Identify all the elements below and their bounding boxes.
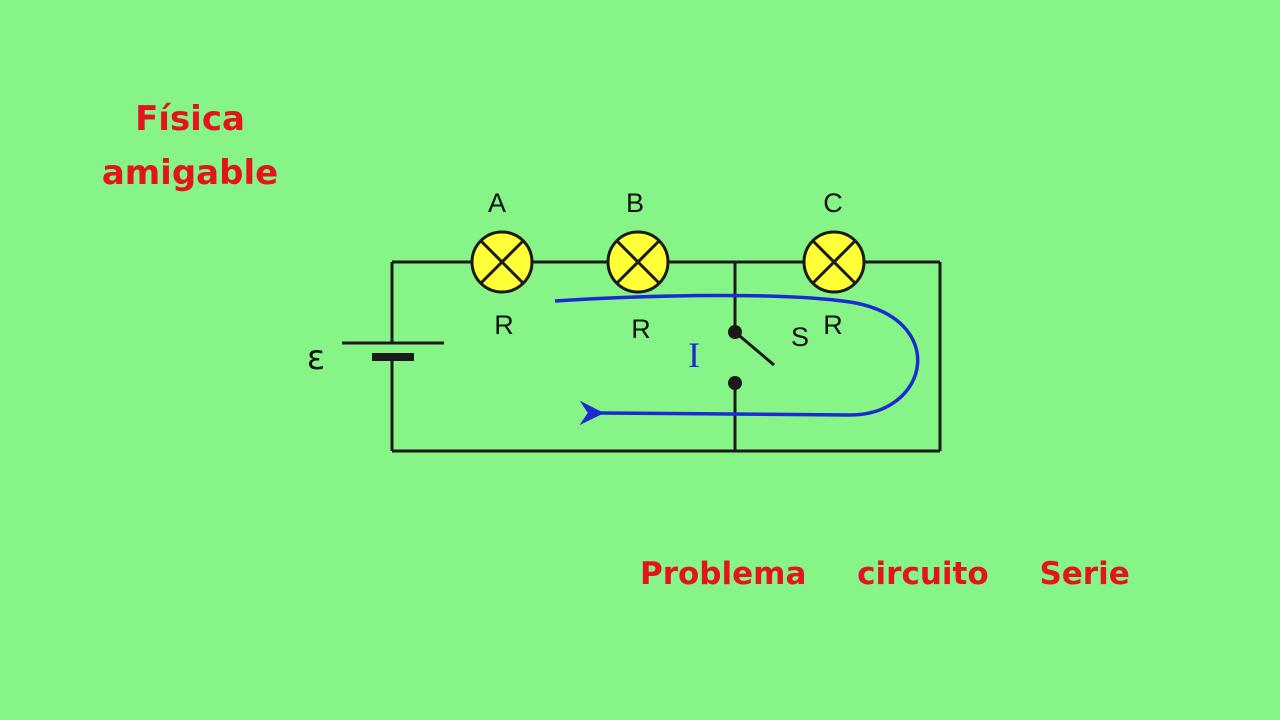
switch-label: S (791, 322, 809, 352)
brand-line-1: Física (135, 99, 245, 139)
circuit-wires (390, 260, 942, 453)
caption-word-1: Problema (640, 556, 807, 592)
lamp-a-resistance: R (494, 310, 514, 340)
lamp-c-resistance: R (823, 310, 843, 340)
brand-logo: Física amigable (100, 92, 280, 200)
battery-icon (342, 341, 444, 361)
switch-icon (728, 325, 775, 390)
lamp-c-label: C (823, 188, 843, 218)
brand-line-2: amigable (101, 153, 279, 193)
caption-word-3: Serie (1039, 556, 1130, 592)
current-label: I (688, 335, 700, 375)
lamp-b-icon (606, 230, 670, 294)
lamp-a-label: A (488, 188, 506, 218)
current-arrow (554, 293, 920, 426)
lamp-c-icon (802, 230, 866, 294)
emf-label: ε (307, 338, 325, 378)
caption: Problema circuito Serie (640, 556, 1130, 592)
lamp-b-resistance: R (631, 314, 651, 344)
lamp-b-label: B (626, 188, 644, 218)
caption-word-2: circuito (857, 556, 989, 592)
lamp-a-icon (470, 230, 534, 294)
